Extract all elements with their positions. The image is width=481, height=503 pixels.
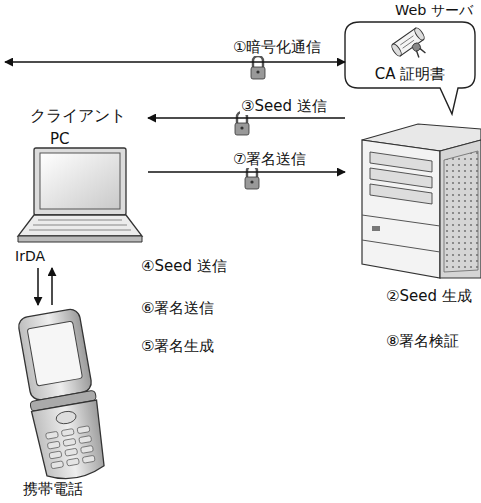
edge-label: ⑦署名送信 [232,151,307,168]
laptop [18,148,142,242]
speech-bubble [345,22,475,114]
connector-arrow [148,117,345,119]
mobile-phone [15,307,109,483]
connector-arrow [37,268,39,305]
server-tower [362,124,481,278]
edge-label: ①暗号化通信 [232,39,322,56]
node-title: Web サーバ [395,2,473,19]
node-title: クライアント [30,107,126,125]
connector-arrow [5,61,345,63]
padlock-icon [251,56,265,79]
connector-arrow [51,268,53,305]
step-label: ④Seed 送信 [140,258,228,275]
node-title: 携帯電話 [23,481,83,498]
padlock-icon [245,166,259,189]
step-label: ⑥署名送信 [140,300,215,317]
padlock-icon [235,112,249,135]
server-node: Web サーバ [345,0,480,280]
callout-bubble: CA 証明書 [345,22,475,88]
node-title: CA 証明書 [345,66,475,83]
phone-node: 携帯電話 [15,305,115,503]
connector-arrow [148,171,345,173]
interface-label: IrDA [14,248,46,264]
client-node: クライアント PC [5,55,148,268]
step-label: ⑤署名生成 [140,338,215,355]
edge-label: ③Seed 送信 [240,98,328,115]
node-text: PC [50,131,70,148]
step-label: ②Seed 生成 [385,288,473,305]
certificate-icon [390,27,433,68]
step-label: ⑧署名検証 [385,333,460,350]
